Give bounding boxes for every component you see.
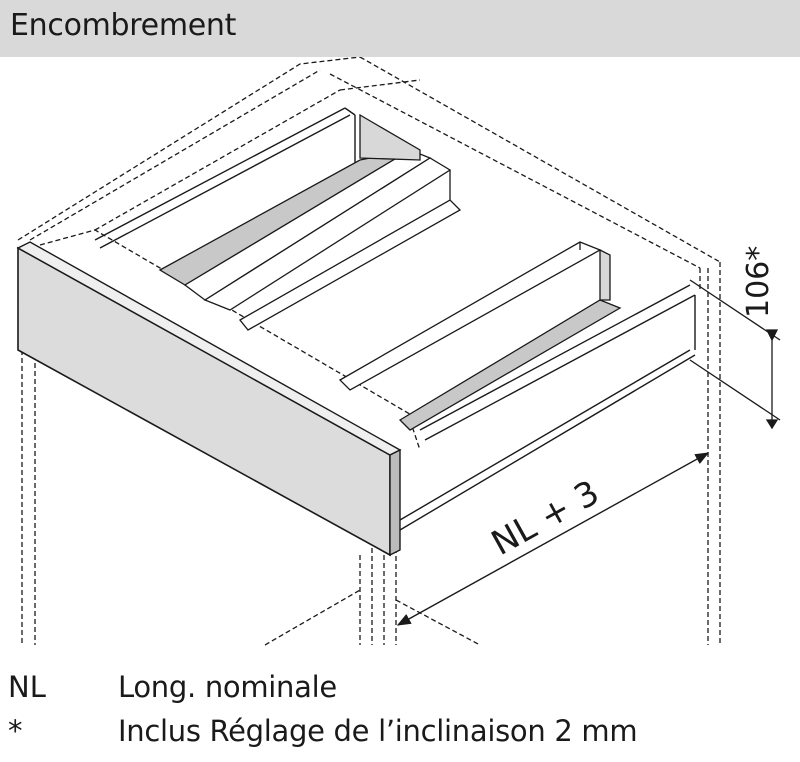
drawer-dividers: [158, 113, 622, 431]
height-dimension: [689, 279, 781, 430]
length-dimension: [396, 452, 710, 626]
cabinet-outline: [17, 57, 721, 646]
section-header: Encombrement: [0, 0, 800, 57]
legend-key: *: [8, 714, 23, 748]
legend-item-nl: NL Long. nominale: [0, 670, 800, 714]
legend-text: Long. nominale: [118, 670, 337, 704]
drawer-dimension-diagram: 106* NL + 3: [16, 57, 781, 646]
length-dimension-label: NL + 3: [485, 473, 606, 564]
legend-item-asterisk: * Inclus Réglage de l’inclinaison 2 mm: [0, 714, 800, 758]
drawer-rails: [94, 107, 696, 531]
legend-text: Inclus Réglage de l’inclinaison 2 mm: [118, 714, 638, 748]
legend: NL Long. nominale * Inclus Réglage de l’…: [0, 662, 800, 762]
legend-key: NL: [8, 670, 46, 704]
height-dimension-label: 106*: [741, 246, 776, 318]
section-title: Encombrement: [10, 8, 237, 43]
